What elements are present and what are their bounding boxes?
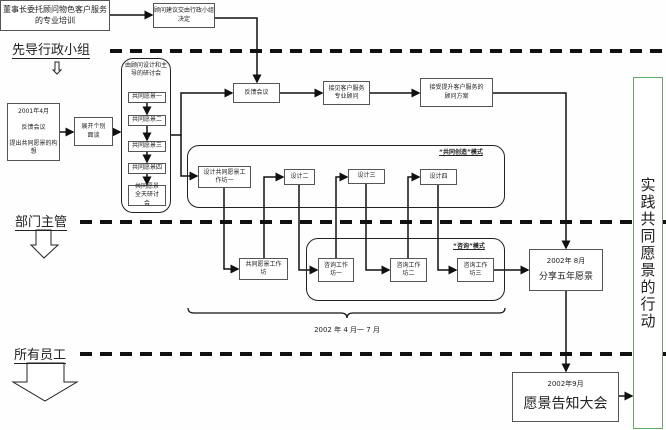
start-date: 2001年4月 <box>17 107 50 115</box>
design-workshop-1-box: 设计共同愿景工作坊一 <box>198 166 251 188</box>
design-2-box: 设计二 <box>284 169 315 185</box>
accept-plan-box: 接受提升客户服务的顾问方案 <box>420 78 493 107</box>
interviews-box: 展开个别面谈 <box>74 117 113 146</box>
chairman-text: 董事长委托顾问物色客户服务的专业培训 <box>3 4 107 25</box>
announce-title: 愿景告知大会 <box>523 396 608 413</box>
seminar-title: 由顾问设计和主导的研讨会 <box>124 62 167 78</box>
seminar-item: 共同愿景四 <box>128 163 166 174</box>
cocreate-container <box>187 145 505 208</box>
meet-consultant-box: 接见客户服务专业顾问 <box>323 81 370 105</box>
lane-all-staff: 所有员工 <box>14 348 67 364</box>
consult-workshop-2-box: 咨询工作坊二 <box>390 258 427 282</box>
consult-label: “咨询”模式 <box>453 243 485 250</box>
seminar-item: 共同愿景二 <box>128 115 166 126</box>
seminar-item: 共同愿景一 <box>128 92 166 103</box>
seminar-item: 共同愿景三 <box>128 141 166 152</box>
design-3-box: 设计三 <box>348 169 385 184</box>
share-date: 2002年 8月 <box>546 256 586 265</box>
period-brace <box>187 307 506 319</box>
chairman-box: 董事长委托顾问物色客户服务的专业培训 <box>0 0 110 31</box>
announce-date: 2002年9月 <box>547 379 584 388</box>
cocreate-label: “共同创造”模式 <box>439 149 483 156</box>
announce-box: 2002年9月 愿景告知大会 <box>512 372 619 422</box>
lane-department-managers: 部门主管 <box>15 215 68 231</box>
share-title: 分享五年愿景 <box>538 272 593 283</box>
seminar-container <box>121 58 171 213</box>
advisor-box: 顾问建议交由行政小组决定 <box>153 3 215 28</box>
hollow-down-arrow-icon <box>29 229 60 259</box>
start-line2: 提出共同愿景的构想 <box>9 139 58 155</box>
period-label: 2002 年 4 月一 7 月 <box>314 326 380 334</box>
consult-container <box>306 238 505 301</box>
action-box: 实践共同愿景的行动 <box>633 77 663 429</box>
down-arrow-icon <box>51 61 63 75</box>
start-line1: 反馈会议 <box>21 123 46 131</box>
feedback-box: 反馈会议 <box>233 83 280 103</box>
design-4-box: 设计四 <box>420 169 457 185</box>
vision-workshop-box: 共同愿景工作坊 <box>239 258 288 280</box>
interviews-text: 展开个别面谈 <box>81 123 106 139</box>
lane-pilot-group: 先导行政小组 <box>12 43 91 59</box>
seminar-item: 共同愿景全天研讨会 <box>128 183 166 207</box>
consult-workshop-1-box: 咨询工作坊一 <box>318 258 354 282</box>
share-vision-box: 2002年 8月 分享五年愿景 <box>529 249 603 291</box>
large-hollow-down-arrow-icon <box>11 362 79 402</box>
consult-workshop-3-box: 咨询工作坊三 <box>457 258 494 282</box>
lane-dividers <box>80 49 666 356</box>
action-text: 实践共同愿景的行动 <box>638 176 657 330</box>
start-box: 2001年4月 反馈会议 提出共同愿景的构想 <box>7 103 60 161</box>
advisor-text: 顾问建议交由行政小组决定 <box>154 7 215 23</box>
